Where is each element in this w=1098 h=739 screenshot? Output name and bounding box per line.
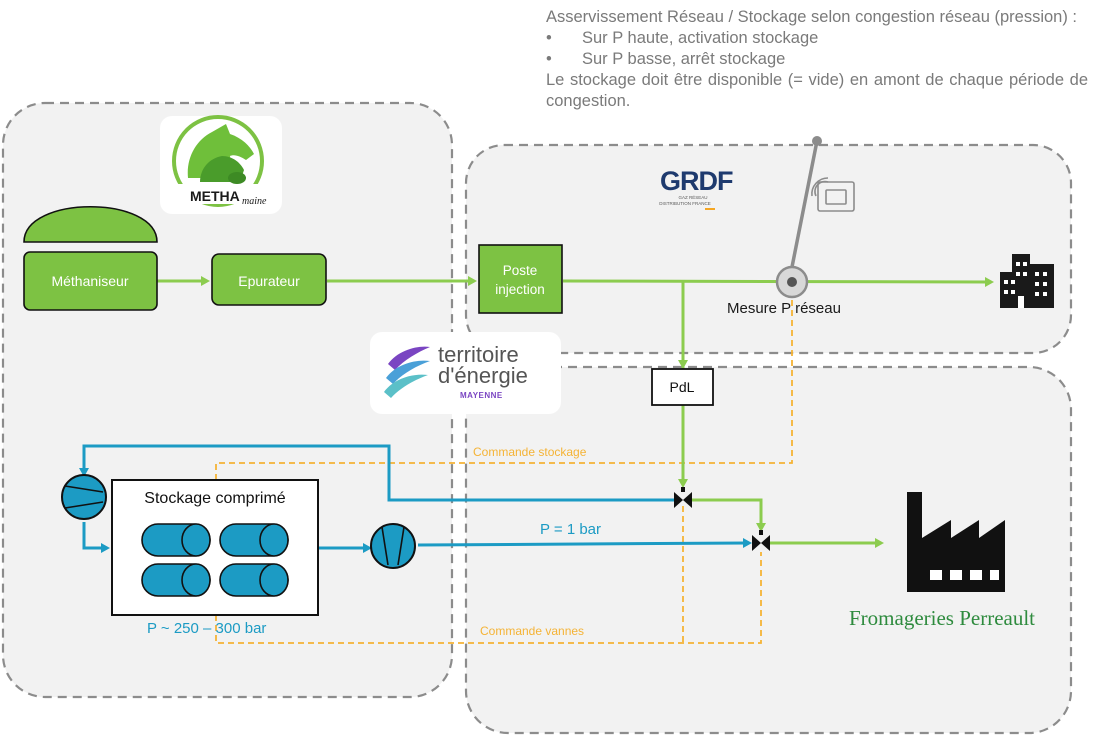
metha-logo: METHA maine xyxy=(160,115,282,214)
control-lines xyxy=(215,300,793,644)
commande-vannes-label: Commande vannes xyxy=(480,624,584,638)
valve-1 xyxy=(674,487,692,508)
commande-vannes-line xyxy=(215,552,762,644)
commande-stockage-label: Commande stockage xyxy=(473,445,587,459)
grdf-logo-name: GRDF xyxy=(660,166,733,196)
methaniseur-label: Méthaniseur xyxy=(51,273,128,289)
note-conclusion: Le stockage doit être disponible (= vide… xyxy=(546,71,1088,110)
commande-stockage-line xyxy=(215,300,793,480)
zone-grdf-network xyxy=(464,143,1073,355)
note-bullet-1-text: Sur P haute, activation stockage xyxy=(582,29,819,47)
bullet-dot: • xyxy=(546,50,552,68)
green-arrowheads xyxy=(201,276,994,548)
valve-2 xyxy=(752,530,770,551)
poste-injection: Poste injection xyxy=(478,244,563,314)
factory-icon xyxy=(907,492,1005,592)
note-bullet-2-text: Sur P basse, arrêt stockage xyxy=(582,50,786,68)
stockage-box: Stockage comprimé xyxy=(111,479,319,616)
epurateur: Epurateur xyxy=(211,253,327,306)
note-bullet-2: • Sur P basse, arrêt stockage xyxy=(546,49,1088,70)
pressure-sensor xyxy=(775,136,822,299)
gas-cylinders xyxy=(141,523,289,597)
territoire-logo-line1: territoire xyxy=(438,342,519,367)
grdf-tagline-2: DISTRIBUTION FRANCE xyxy=(659,201,711,206)
methaniseur: Méthaniseur xyxy=(23,205,158,311)
wireless-icon xyxy=(811,177,855,212)
poste-injection-label-1: Poste xyxy=(503,263,538,278)
grdf-logo: GRDF GAZ RÉSEAU DISTRIBUTION FRANCE xyxy=(659,166,734,210)
compressor-2 xyxy=(370,523,416,569)
pdl-box: PdL xyxy=(651,368,714,406)
low-pressure-label: P = 1 bar xyxy=(540,521,601,538)
mesure-p-reseau-label: Mesure P réseau xyxy=(727,300,841,317)
bullet-dot: • xyxy=(546,29,552,47)
note-intro: Asservissement Réseau / Stockage selon c… xyxy=(546,8,1078,26)
storage-feed-line xyxy=(82,522,106,550)
low-pressure-line xyxy=(417,541,749,547)
epurateur-label: Epurateur xyxy=(238,273,300,289)
regulation-note: Asservissement Réseau / Stockage selon c… xyxy=(546,7,1088,112)
metha-logo-name: METHA xyxy=(190,188,240,204)
poste-injection-label-2: injection xyxy=(495,282,545,297)
grdf-tagline-1: GAZ RÉSEAU xyxy=(678,194,707,200)
territoire-logo: territoire d'énergie MAYENNE xyxy=(370,332,561,414)
fromageries-logo: Fromageries Perreault xyxy=(849,606,1035,630)
metha-logo-suffix: maine xyxy=(242,196,267,207)
buildings-icon xyxy=(1000,254,1054,308)
compressor-1 xyxy=(61,474,107,520)
storage-return-line xyxy=(82,444,675,502)
high-pressure-label: P ~ 250 – 300 bar xyxy=(147,620,266,637)
stockage-label: Stockage comprimé xyxy=(144,490,285,507)
storage-gas-lines xyxy=(82,444,749,550)
pdl-label: PdL xyxy=(670,379,695,395)
note-bullet-1: • Sur P haute, activation stockage xyxy=(546,28,1088,49)
zone-consumer xyxy=(464,365,1073,735)
territoire-logo-line3: MAYENNE xyxy=(460,391,503,400)
blue-arrowheads xyxy=(79,468,752,553)
territoire-logo-line2: d'énergie xyxy=(438,363,528,388)
